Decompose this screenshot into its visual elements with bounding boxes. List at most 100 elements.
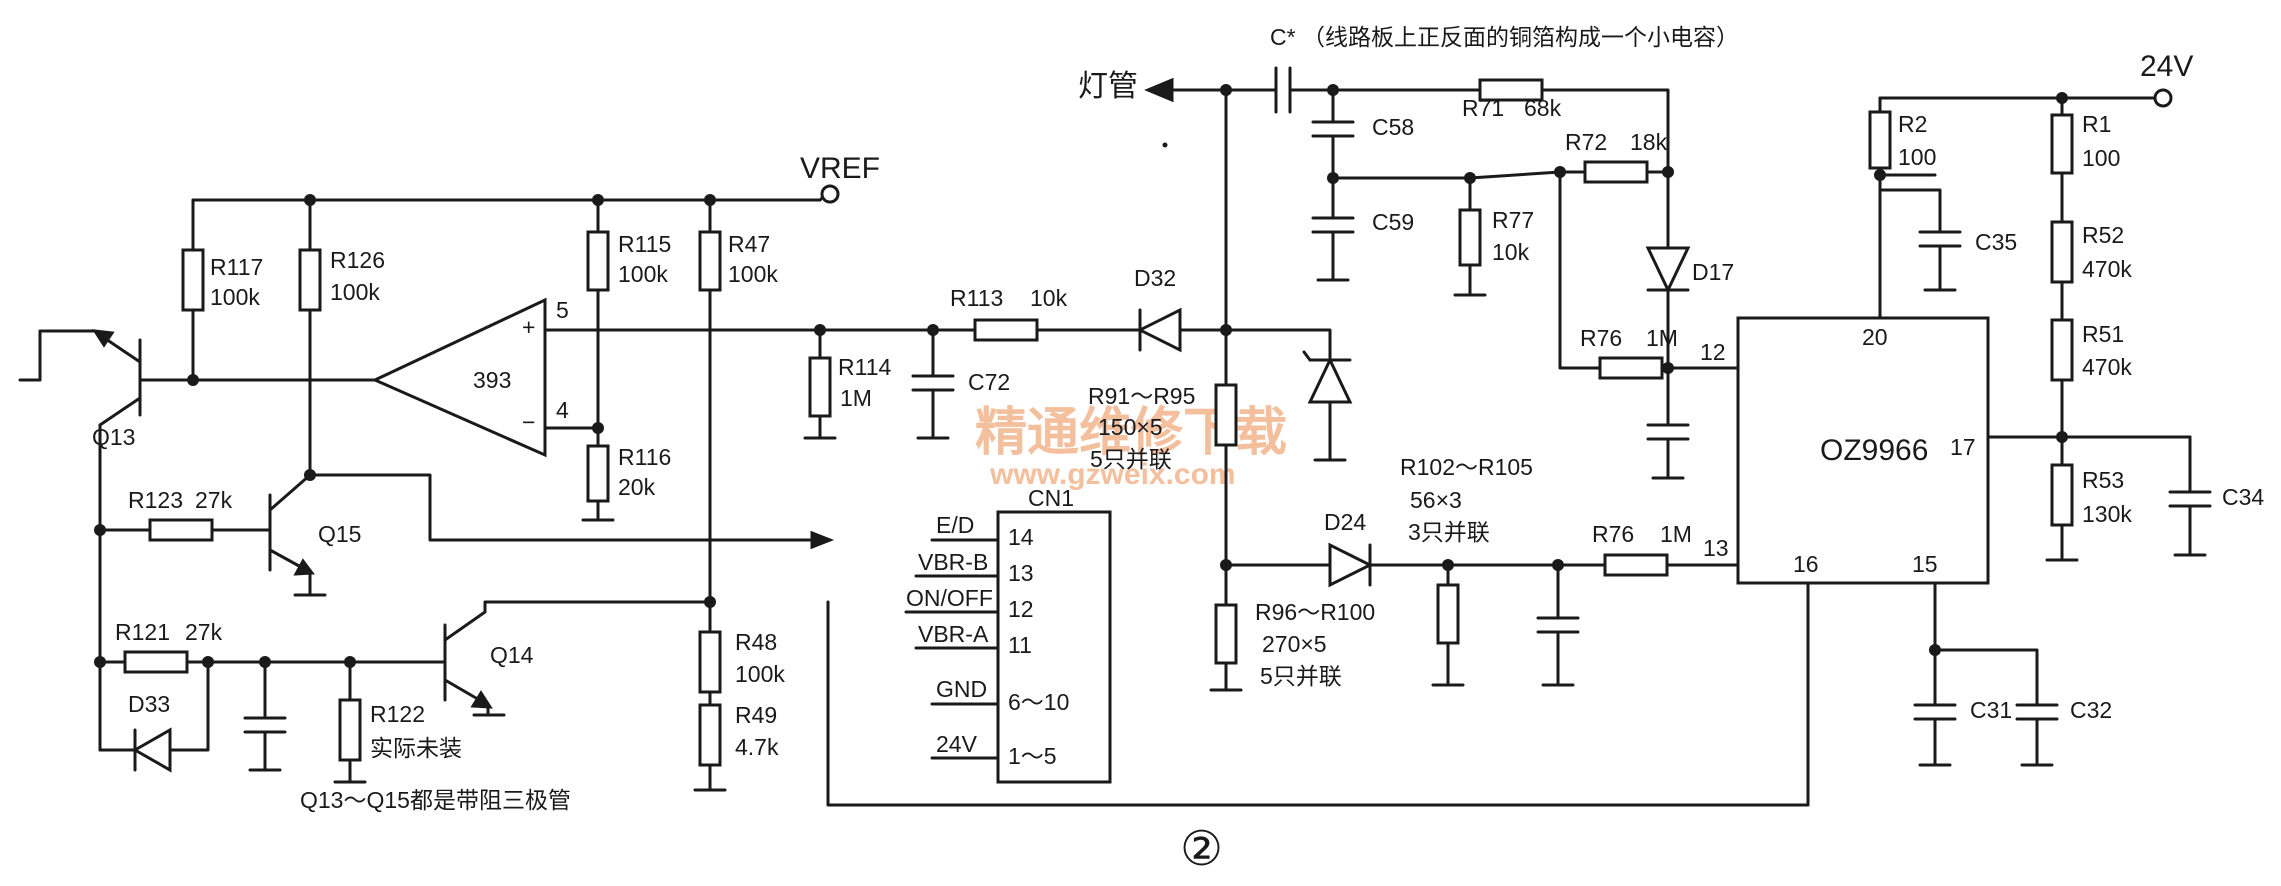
- resistor-r102-r105: R102～R105 56×3 3只并联: [1400, 454, 1533, 687]
- r113-value: 10k: [1030, 285, 1068, 311]
- vref-label: VREF: [800, 152, 880, 185]
- resistor-r47: R47 100k: [698, 198, 778, 634]
- resistor-r114: R114 1M: [803, 328, 891, 440]
- v24-terminal: [2153, 88, 2173, 108]
- r126-value: 100k: [330, 279, 380, 305]
- ic-pin20: 20: [1862, 324, 1888, 350]
- comparator-393: 393 + − 5 4: [138, 297, 822, 458]
- q15-label: Q15: [318, 521, 361, 547]
- footnote: Q13～Q15都是带阻三极管: [300, 787, 571, 813]
- c72-label: C72: [968, 369, 1010, 395]
- resistor-r53: R53 130k: [2045, 463, 2132, 562]
- r77-value: 10k: [1492, 239, 1530, 265]
- resistor-r117: R117 100k: [181, 198, 263, 382]
- capacitor-c31: C31: [1913, 648, 2012, 767]
- cn1-name: CN1: [1028, 485, 1074, 511]
- c59-label: C59: [1372, 209, 1414, 235]
- comparator-pin4: 4: [556, 397, 569, 423]
- cn1-pin12: 12: [1008, 596, 1034, 622]
- r102-name: R102～R105: [1400, 454, 1533, 480]
- r117-value: 100k: [210, 284, 260, 310]
- resistor-r76-lower: R76 1M: [1556, 521, 1740, 577]
- c35-label: C35: [1975, 229, 2017, 255]
- r121-name: R121: [115, 619, 170, 645]
- comparator-minus: −: [522, 409, 535, 435]
- r51-name: R51: [2082, 321, 2124, 347]
- r91-name: R91～R95: [1088, 383, 1195, 409]
- r76b-value: 1M: [1660, 521, 1692, 547]
- cstar-note: C* （线路板上正反面的铜箔构成一个小电容）: [1270, 24, 1739, 50]
- resistor-r49: R49 4.7k: [693, 702, 779, 792]
- capacitor-c35: C35: [1878, 188, 2017, 292]
- r51-value: 470k: [2082, 354, 2132, 380]
- lamp-label: 灯管: [1078, 70, 1138, 103]
- resistor-r71: R71 68k: [1331, 78, 1670, 180]
- zener-diode: [1224, 328, 1353, 462]
- capacitor-c59: C59: [1311, 176, 1414, 282]
- r47-name: R47: [728, 231, 770, 257]
- resistor-r115: R115 100k: [586, 198, 671, 448]
- cn1-pin13: 13: [1008, 560, 1034, 586]
- r49-value: 4.7k: [735, 734, 779, 760]
- capacitor-c72: C72: [911, 328, 1010, 440]
- capacitor-c-d17: [1646, 423, 1690, 480]
- capacitor-c-r76b: [1536, 563, 1580, 687]
- r96-note: 5只并联: [1260, 663, 1342, 689]
- cn1-pin14: 14: [1008, 524, 1034, 550]
- r72-name: R72: [1565, 129, 1607, 155]
- cn1-pin-onoff: ON/OFF: [906, 585, 993, 611]
- capacitor-c-q14: [243, 660, 287, 772]
- ic-pin15: 15: [1912, 551, 1938, 577]
- cn1-pin-vbrb: VBR-B: [918, 549, 988, 575]
- ic-name: OZ9966: [1820, 434, 1928, 467]
- capacitor-c58: C58: [1311, 88, 1414, 180]
- d33-label: D33: [128, 691, 170, 717]
- diode-d24: D24: [1224, 509, 1560, 588]
- q14-label: Q14: [490, 642, 534, 668]
- resistor-r122: R122 实际未装: [333, 660, 462, 784]
- resistor-r52: R52 470k: [2050, 220, 2132, 322]
- transistor-q14: Q14: [348, 600, 712, 717]
- capacitor-c34: C34: [2168, 435, 2264, 557]
- r102-note: 3只并联: [1408, 519, 1490, 545]
- vref-terminal: [820, 184, 840, 204]
- resistor-r121: R121 27k: [98, 619, 352, 674]
- r52-name: R52: [2082, 222, 2124, 248]
- r123-value: 27k: [195, 487, 233, 513]
- comparator-pin5: 5: [556, 297, 569, 323]
- d32-label: D32: [1134, 265, 1176, 291]
- transistor-q15: Q15: [263, 473, 361, 597]
- r76a-name: R76: [1580, 325, 1622, 351]
- resistor-r126: R126 100k: [298, 198, 385, 477]
- resistor-r51: R51 470k: [2050, 318, 2132, 467]
- r76a-value: 1M: [1646, 325, 1678, 351]
- c34-label: C34: [2222, 484, 2264, 510]
- cn1-pin6-10: 6～10: [1008, 689, 1069, 715]
- diode-d33: D33: [98, 660, 210, 773]
- cn1-pin11: 11: [1008, 632, 1032, 658]
- r123-name: R123: [128, 487, 183, 513]
- r113-name: R113: [950, 285, 1003, 311]
- d24-label: D24: [1324, 509, 1366, 535]
- comparator-plus: +: [522, 314, 535, 340]
- resistor-r77: R77 10k: [1331, 176, 1534, 297]
- r71-name: R71: [1462, 95, 1504, 121]
- r121-value: 27k: [185, 619, 223, 645]
- r126-name: R126: [330, 247, 385, 273]
- r2-name: R2: [1898, 111, 1927, 137]
- transistor-q13: Q13: [18, 329, 142, 532]
- resistor-r96-r100: R96～R100 270×5 5只并联: [1209, 563, 1375, 692]
- r53-name: R53: [2082, 467, 2124, 493]
- r122-value: 实际未装: [370, 735, 462, 761]
- watermark-url: www.gzweix.com: [989, 458, 1236, 491]
- lamp-output: 灯管: [1078, 70, 1228, 103]
- diode-d32: D32: [1134, 265, 1228, 353]
- resistor-r48: R48 100k: [698, 629, 785, 707]
- r52-value: 470k: [2082, 256, 2132, 282]
- r116-name: R116: [618, 444, 671, 470]
- resistor-r116: R116 20k: [581, 444, 671, 522]
- r77-name: R77: [1492, 207, 1534, 233]
- q13-label: Q13: [92, 424, 135, 450]
- r122-name: R122: [370, 701, 425, 727]
- c31-label: C31: [1970, 697, 2012, 723]
